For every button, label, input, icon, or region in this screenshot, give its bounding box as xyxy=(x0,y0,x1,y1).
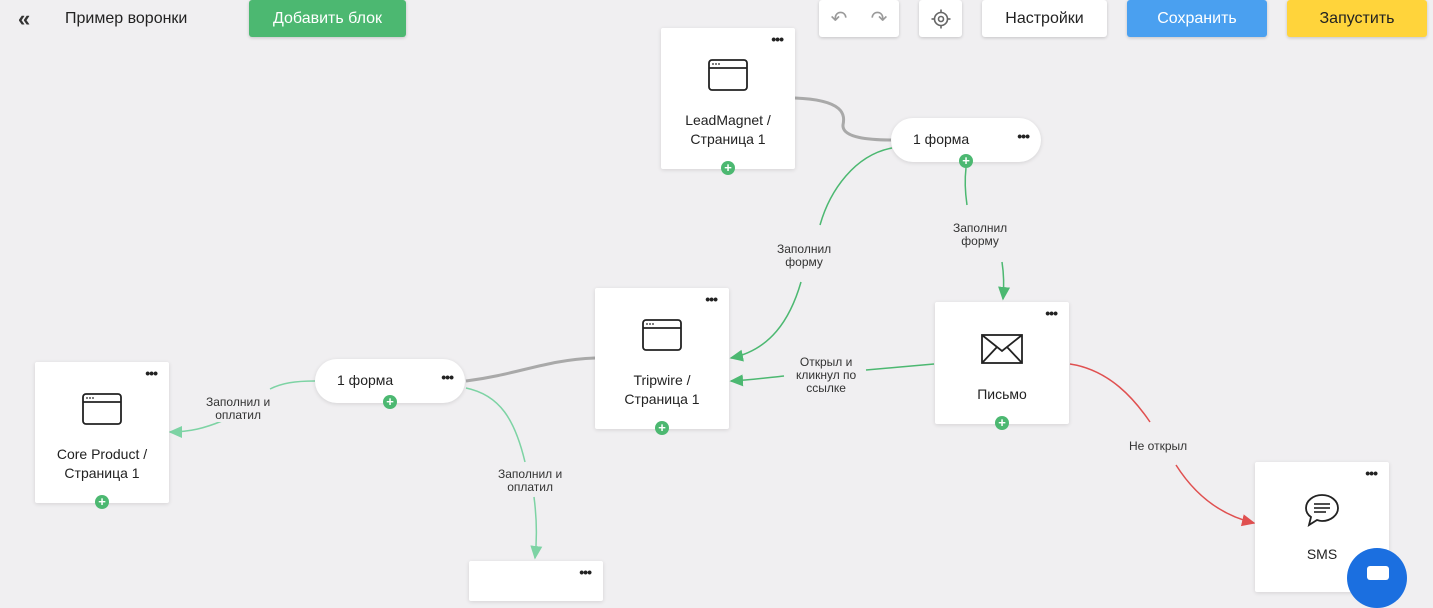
browser-page-icon xyxy=(642,319,682,351)
undo-icon[interactable]: ↶ xyxy=(830,8,848,30)
node-label: SMS xyxy=(1306,546,1338,562)
edge-formleft-bottom-upper xyxy=(465,387,526,463)
more-options-icon[interactable]: ••• xyxy=(145,365,158,381)
edge-form-tripwire-upper xyxy=(819,147,893,226)
more-options-icon[interactable]: ••• xyxy=(579,564,592,580)
save-button[interactable]: Сохранить xyxy=(1127,0,1267,37)
settings-button[interactable]: Настройки xyxy=(982,0,1107,37)
edge-form-letter-upper xyxy=(964,167,968,206)
run-button[interactable]: Запустить xyxy=(1287,0,1427,37)
add-next-block-icon[interactable]: + xyxy=(95,495,109,509)
funnel-title: Пример воронки xyxy=(65,10,188,27)
more-options-icon[interactable]: ••• xyxy=(1045,305,1058,321)
edge-form-letter-lower xyxy=(998,261,1011,301)
more-options-icon[interactable]: ••• xyxy=(1017,128,1030,144)
browser-page-icon xyxy=(708,59,748,91)
add-next-block-icon[interactable]: + xyxy=(655,421,669,435)
add-next-block-icon[interactable]: + xyxy=(721,161,735,175)
target-icon xyxy=(931,9,950,28)
edge-label-not-opened: Не открыл xyxy=(1129,439,1188,453)
form-label: 1 форма xyxy=(337,372,394,388)
undo-redo-group: ↶ ↷ xyxy=(819,0,899,37)
edge-letter-sms-upper xyxy=(1069,363,1151,423)
edge-letter-tripwire-right xyxy=(865,363,935,371)
edge-letter-tripwire-left xyxy=(729,374,785,387)
edge-formleft-core-upper xyxy=(269,380,316,390)
form-label: 1 форма xyxy=(913,131,970,147)
node-label: Письмо xyxy=(977,386,1027,402)
edge-formleft-tripwire xyxy=(465,356,596,383)
edge-formleft-core-lower xyxy=(168,420,223,438)
node-core-product[interactable]: ••• Core Product /Страница 1 xyxy=(35,362,169,503)
redo-icon[interactable]: ↷ xyxy=(870,8,888,30)
node-leadmagnet[interactable]: ••• LeadMagnet /Страница 1 xyxy=(661,28,795,169)
more-options-icon[interactable]: ••• xyxy=(441,369,454,385)
add-next-block-icon[interactable]: + xyxy=(959,154,973,168)
edge-formleft-bottom-lower xyxy=(530,496,543,560)
node-tripwire[interactable]: ••• Tripwire /Страница 1 xyxy=(595,288,729,429)
more-options-icon[interactable]: ••• xyxy=(705,291,718,307)
add-next-block-icon[interactable]: + xyxy=(995,416,1009,430)
edge-leadmagnet-form xyxy=(794,96,893,142)
chat-icon xyxy=(1367,566,1389,580)
add-block-button[interactable]: Добавить блок xyxy=(249,0,406,37)
browser-page-icon xyxy=(82,393,122,425)
envelope-icon xyxy=(981,334,1023,364)
node-bottom-partial[interactable]: ••• xyxy=(469,561,603,601)
back-icon[interactable]: « xyxy=(18,6,31,31)
node-letter[interactable]: ••• Письмо xyxy=(935,302,1069,424)
more-options-icon[interactable]: ••• xyxy=(771,31,784,47)
center-view-button[interactable] xyxy=(919,0,962,37)
node-label: Core Product /Страница 1 xyxy=(56,446,148,481)
node-label: Tripwire /Страница 1 xyxy=(624,372,700,407)
edge-form-tripwire-lower xyxy=(729,281,802,362)
add-next-block-icon[interactable]: + xyxy=(383,395,397,409)
chat-message-icon xyxy=(1305,494,1339,527)
support-chat-button[interactable] xyxy=(1347,548,1407,608)
more-options-icon[interactable]: ••• xyxy=(1365,465,1378,481)
edge-letter-sms-lower xyxy=(1175,464,1256,527)
funnel-connections xyxy=(168,96,1256,560)
node-label: LeadMagnet /Страница 1 xyxy=(685,112,771,147)
